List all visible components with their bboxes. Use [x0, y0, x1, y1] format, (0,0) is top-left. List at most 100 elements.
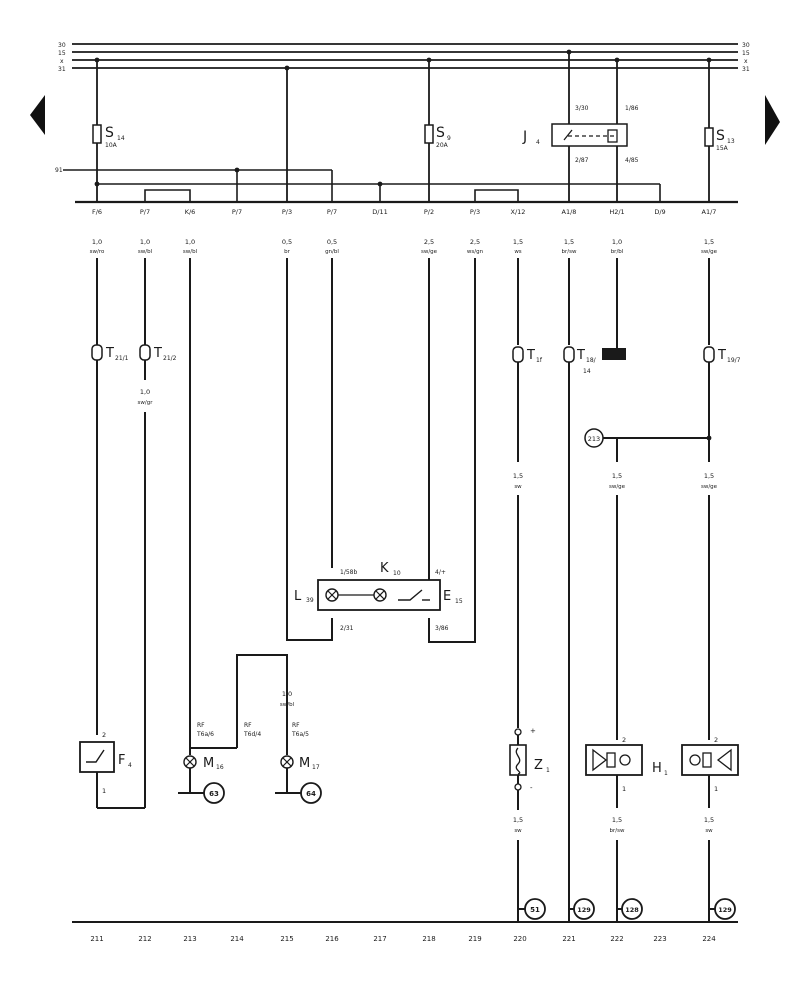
- svg-text:1f: 1f: [536, 357, 543, 364]
- svg-text:T: T: [717, 348, 726, 363]
- svg-text:4: 4: [128, 762, 132, 769]
- svg-text:sw/ge: sw/ge: [701, 249, 718, 255]
- svg-text:10: 10: [393, 570, 401, 577]
- svg-text:2: 2: [102, 731, 106, 739]
- svg-text:17: 17: [312, 764, 320, 771]
- svg-text:1,5: 1,5: [612, 816, 622, 824]
- svg-text:10A: 10A: [105, 142, 118, 149]
- svg-text:M: M: [299, 756, 310, 771]
- svg-text:9: 9: [447, 135, 451, 142]
- svg-text:1: 1: [622, 785, 626, 793]
- svg-text:0,5: 0,5: [327, 238, 337, 246]
- bus-label-left-x: x: [60, 58, 64, 65]
- svg-text:T6a/6: T6a/6: [196, 731, 214, 738]
- lamp-m16: M 16: [183, 755, 224, 771]
- svg-text:20A: 20A: [436, 142, 449, 149]
- reference-circles: 63 64 51 129 128 129: [203, 782, 736, 920]
- svg-text:14: 14: [583, 368, 591, 375]
- svg-text:215: 215: [280, 935, 293, 943]
- svg-text:15A: 15A: [716, 145, 729, 152]
- left-arrow-icon[interactable]: [30, 95, 45, 135]
- svg-text:sw/ge: sw/ge: [701, 484, 718, 490]
- footer-path-numbers: 211 212 213 214 215 216 217 218 219 220 …: [90, 935, 716, 943]
- svg-text:T: T: [576, 348, 585, 363]
- svg-text:21/1: 21/1: [115, 355, 129, 362]
- horn-right: 2 1: [681, 736, 739, 793]
- svg-text:15: 15: [455, 598, 463, 605]
- lamp-m17: M 17: [280, 755, 320, 771]
- svg-text:P/3: P/3: [282, 208, 292, 216]
- svg-text:129: 129: [577, 906, 591, 914]
- plug-t21-1: T 21/1: [91, 344, 129, 362]
- svg-text:P/7: P/7: [232, 208, 242, 216]
- plug-labels-rf: RF T6a/6 RF T6d/4 RF T6a/5: [196, 722, 309, 738]
- svg-text:H2/1: H2/1: [609, 208, 624, 216]
- svg-text:sw: sw: [514, 484, 522, 490]
- svg-text:218: 218: [422, 935, 435, 943]
- svg-text:sw/ge: sw/ge: [421, 249, 438, 255]
- svg-text:0,5: 0,5: [282, 238, 292, 246]
- svg-text:1: 1: [102, 787, 106, 795]
- svg-text:2,5: 2,5: [470, 238, 480, 246]
- svg-text:214: 214: [230, 935, 244, 943]
- svg-text:1/86: 1/86: [625, 105, 639, 112]
- svg-text:216: 216: [325, 935, 339, 943]
- plug-t19-7: T 19/7: [703, 346, 741, 364]
- svg-text:br/sw: br/sw: [562, 249, 577, 255]
- svg-text:ws/gn: ws/gn: [467, 249, 484, 255]
- horn-h1: H 1 2 1: [585, 736, 668, 793]
- svg-text:1,0: 1,0: [140, 238, 150, 246]
- svg-text:+: +: [530, 727, 536, 735]
- relay-j4: J 4 3/30 1/86 2/87 4/85: [522, 105, 639, 164]
- svg-text:RF: RF: [197, 722, 205, 729]
- svg-text:T: T: [153, 346, 162, 361]
- svg-text:1,0: 1,0: [185, 238, 195, 246]
- svg-text:gn/bl: gn/bl: [325, 249, 339, 255]
- svg-text:221: 221: [562, 935, 575, 943]
- svg-text:223: 223: [653, 935, 666, 943]
- svg-text:A1/7: A1/7: [702, 208, 717, 216]
- svg-text:1: 1: [714, 785, 718, 793]
- component-z1: Z 1 + -: [509, 727, 550, 792]
- svg-text:2: 2: [714, 736, 718, 744]
- svg-text:P/7: P/7: [327, 208, 337, 216]
- svg-text:1: 1: [546, 767, 550, 774]
- bus-label-right-30: 30: [742, 42, 750, 49]
- svg-text:sw/ge: sw/ge: [609, 484, 626, 490]
- switch-f4: F 4 2 1: [79, 731, 132, 795]
- svg-text:39: 39: [306, 597, 314, 604]
- svg-text:1,5: 1,5: [513, 472, 523, 480]
- svg-text:1,0: 1,0: [612, 238, 622, 246]
- svg-text:213: 213: [588, 435, 600, 443]
- svg-text:P/3: P/3: [470, 208, 480, 216]
- svg-text:1,5: 1,5: [704, 472, 714, 480]
- svg-text:13: 13: [727, 138, 735, 145]
- svg-text:51: 51: [530, 906, 540, 914]
- bus-label-left-15: 15: [58, 50, 66, 57]
- rail-91-label: 91: [55, 167, 63, 174]
- svg-text:sw: sw: [514, 828, 522, 834]
- ground-213: 213: [584, 428, 604, 448]
- right-arrow-icon[interactable]: [765, 95, 780, 145]
- svg-text:E: E: [443, 589, 451, 604]
- svg-text:1,0: 1,0: [140, 388, 150, 396]
- wire-labels-mid: 1,5 sw 1,5 sw/ge 1,5 sw/ge: [513, 472, 718, 490]
- svg-text:F/6: F/6: [92, 208, 102, 216]
- svg-text:A1/8: A1/8: [562, 208, 577, 216]
- wire-labels-top: 1,0 sw/ro 1,0 sw/bl 1,0 sw/bl 0,5 br 0,5…: [90, 238, 718, 255]
- svg-text:212: 212: [138, 935, 151, 943]
- switch-group-k10: K 10 L 39 E 15 1/58b 4/+ 2/31 3/86: [294, 561, 463, 632]
- svg-text:14: 14: [117, 135, 125, 142]
- svg-text:sw/ro: sw/ro: [90, 249, 105, 255]
- svg-text:D/11: D/11: [372, 208, 387, 216]
- wire-t21-label: 1,0 sw/gr: [138, 388, 154, 406]
- svg-text:P/7: P/7: [140, 208, 150, 216]
- svg-text:T6d/4: T6d/4: [243, 731, 261, 738]
- bus-label-right-31: 31: [742, 66, 750, 73]
- svg-text:1,0: 1,0: [282, 690, 292, 698]
- svg-text:129: 129: [718, 906, 732, 914]
- bus-label-right-x: x: [744, 58, 748, 65]
- svg-text:RF: RF: [292, 722, 300, 729]
- svg-text:K: K: [380, 561, 389, 576]
- svg-text:1,5: 1,5: [704, 816, 714, 824]
